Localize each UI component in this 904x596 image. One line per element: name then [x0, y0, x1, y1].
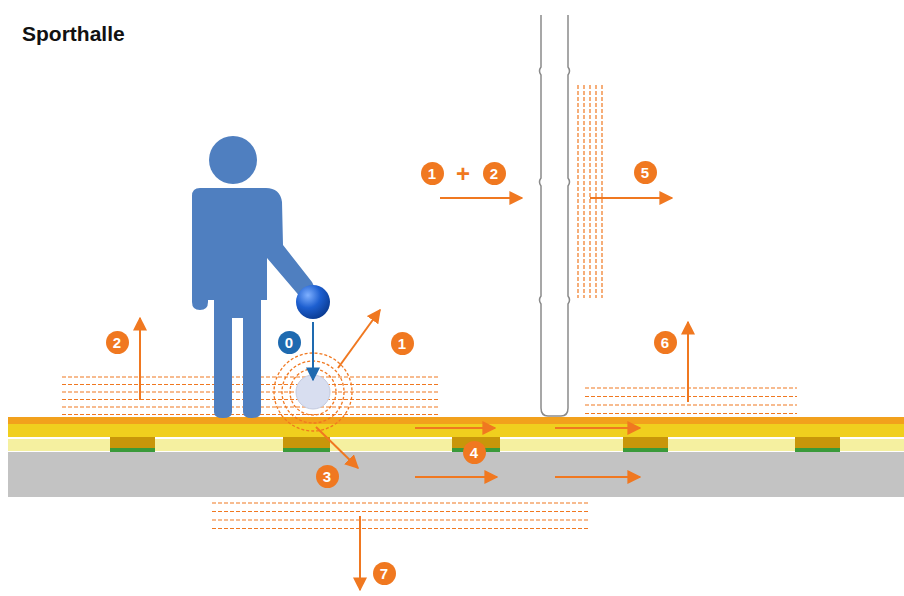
callout-number: 2	[483, 162, 506, 185]
callout-number: 5	[634, 161, 657, 184]
callout-number: 7	[373, 562, 396, 585]
wave-line	[212, 511, 588, 512]
wave-line	[583, 85, 584, 298]
wave-line	[577, 85, 578, 298]
wave-line	[212, 519, 588, 520]
person-figure	[192, 136, 314, 418]
partition-wall	[540, 15, 570, 416]
plus-sign: +	[453, 162, 473, 185]
wave-line	[585, 404, 797, 405]
wave-line	[585, 413, 797, 414]
wave-line	[585, 396, 797, 397]
floor-construction	[8, 417, 904, 497]
ball-drop-arrow	[312, 322, 314, 380]
title: Sporthalle	[22, 22, 125, 46]
callout-number: 1	[421, 162, 444, 185]
callout-number: 3	[316, 465, 339, 488]
callout-number: 0	[278, 331, 301, 354]
wave-line	[212, 528, 588, 529]
callout-number: 1	[391, 332, 414, 355]
callout-number: 6	[654, 331, 677, 354]
ball-impact	[296, 375, 330, 409]
arrows	[140, 198, 688, 590]
ball	[296, 285, 330, 319]
wave-line	[212, 502, 588, 503]
wave-line	[585, 387, 797, 388]
callout-number: 2	[106, 331, 129, 354]
wave-line	[589, 85, 590, 298]
wave-line	[601, 85, 602, 298]
callout-number: 4	[463, 441, 486, 464]
wave-line	[595, 85, 596, 298]
